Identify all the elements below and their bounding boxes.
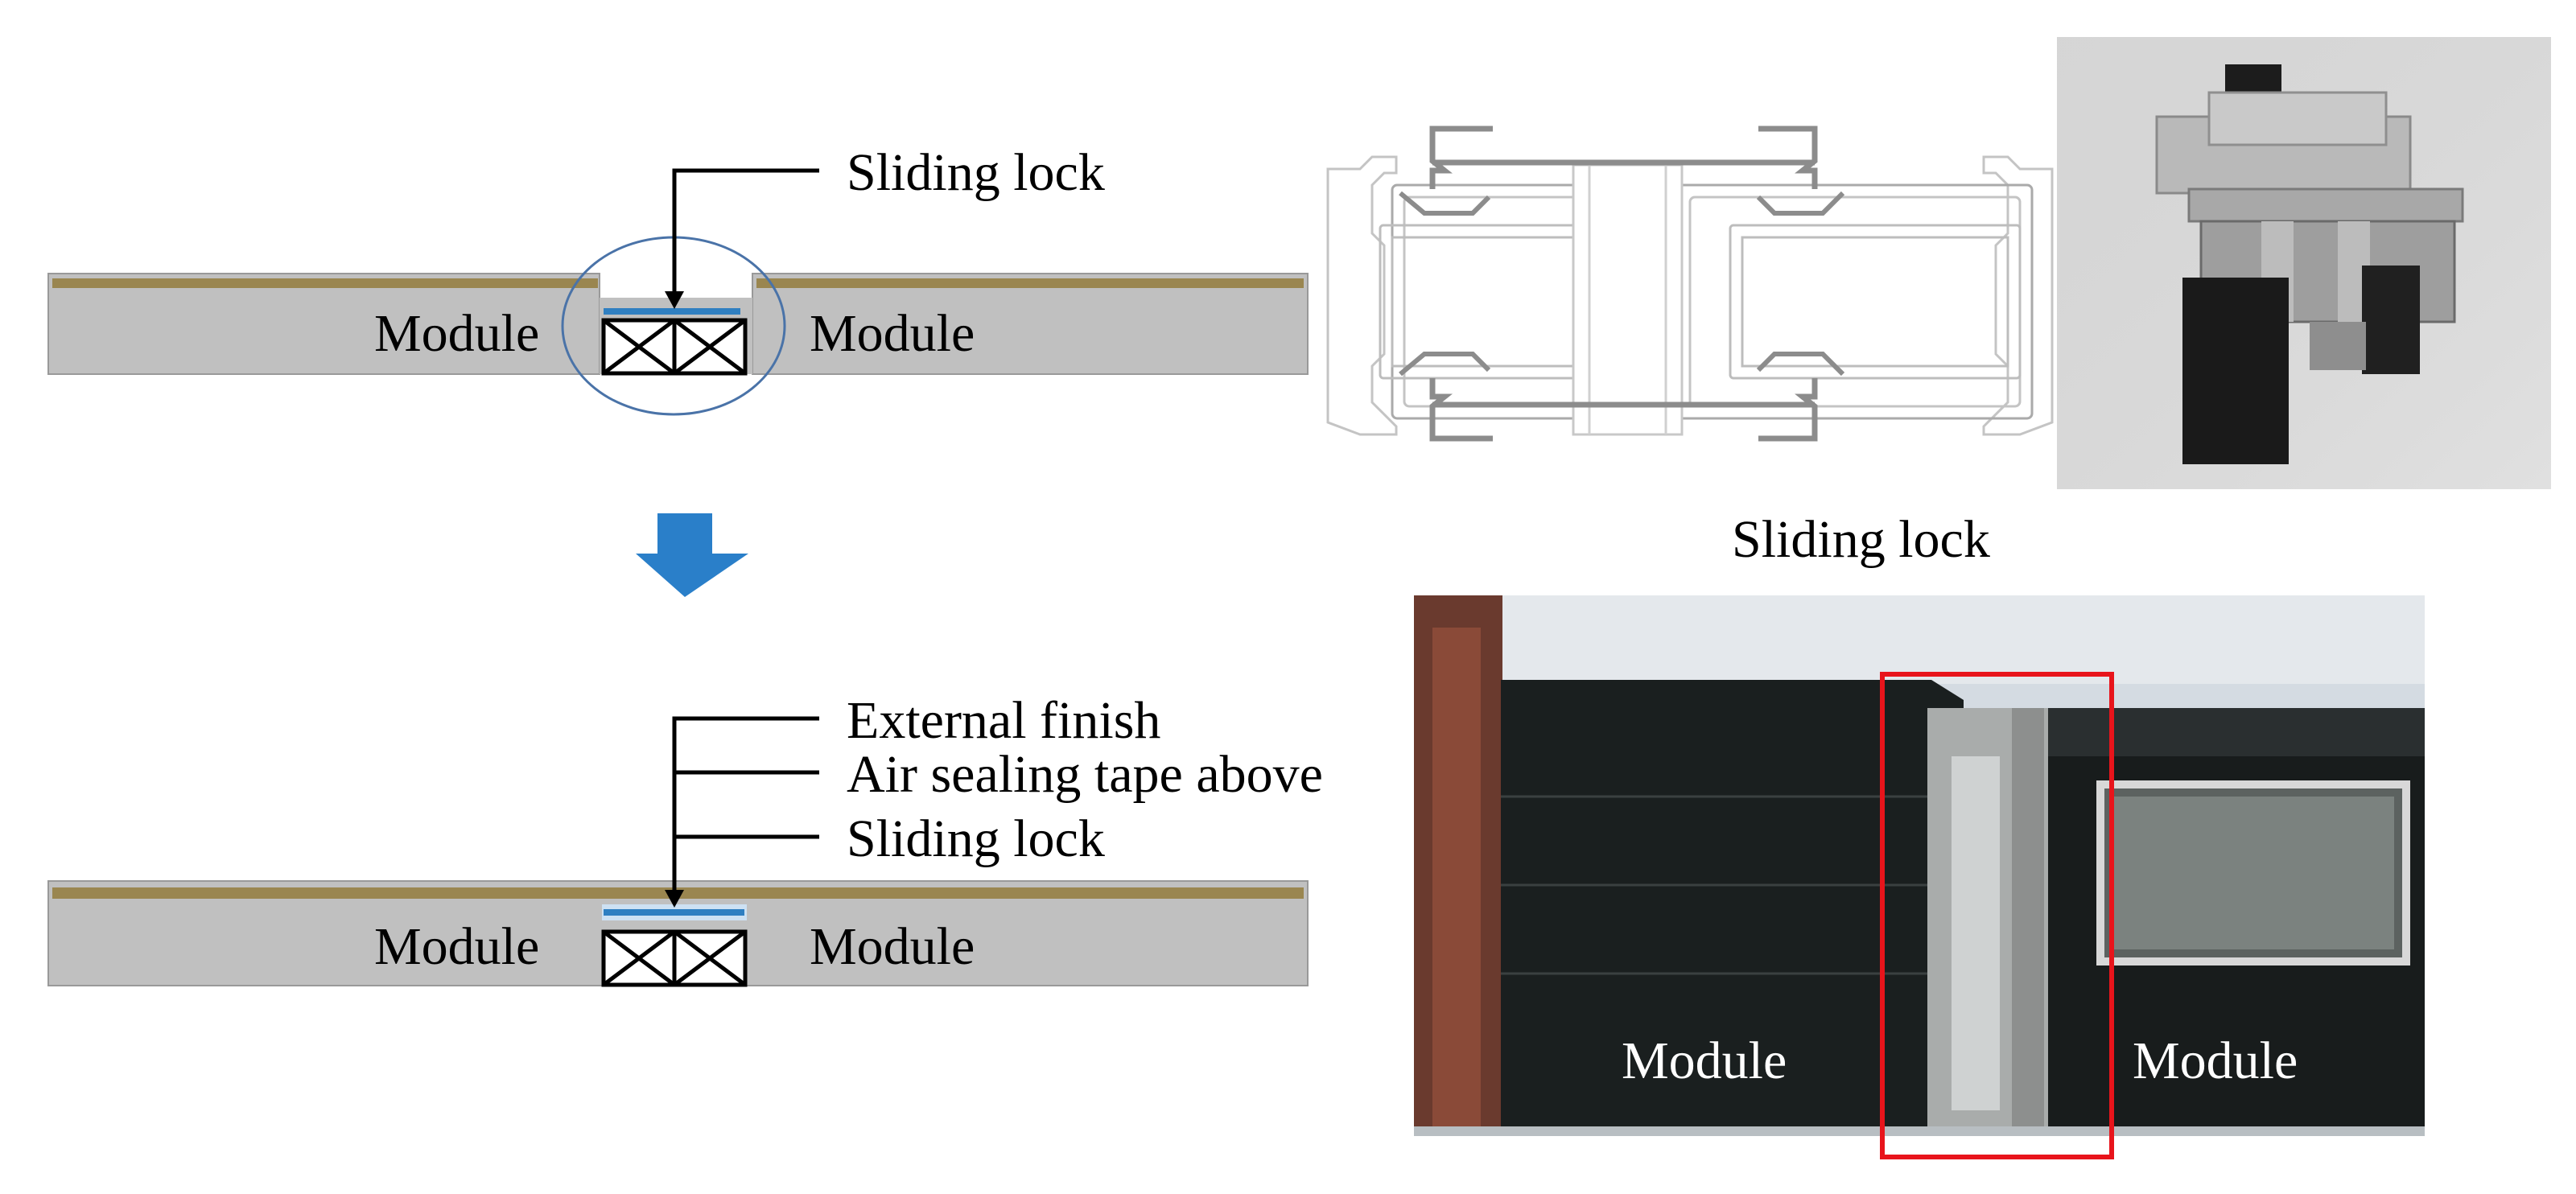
- site-module-left-label: Module: [1622, 1031, 1787, 1090]
- down-arrow: [636, 513, 748, 597]
- site-module-right-label: Module: [2133, 1031, 2298, 1090]
- right-module-body: [752, 273, 1309, 375]
- callout-external-finish: External finish: [847, 691, 1160, 750]
- module-left-label: Module: [374, 304, 539, 363]
- module-right-label: Module: [810, 304, 975, 363]
- profile-caption: Sliding lock: [1732, 510, 1990, 569]
- callout-sliding-lock-bottom: Sliding lock: [847, 809, 1105, 868]
- callout-air-sealing-tape: Air sealing tape above: [847, 745, 1323, 804]
- sliding-lock-photo: [2057, 37, 2551, 489]
- bottom-joint-diagram: External finish Air sealing tape above S…: [47, 691, 1323, 987]
- callout-arrowhead: [665, 291, 684, 309]
- air-sealing-tape: [604, 909, 744, 916]
- callout-arrowhead-bottom: [665, 890, 684, 908]
- sliding-lock-boxes: [601, 318, 748, 376]
- module-right-label-bottom: Module: [810, 917, 975, 976]
- module-left-label-bottom: Module: [374, 917, 539, 976]
- sliding-lock-boxes-joined: [601, 929, 748, 987]
- left-external-finish: [52, 278, 598, 288]
- site-photo: Module Module: [1414, 595, 2425, 1159]
- sealing-tape: [604, 308, 740, 315]
- right-external-finish: [756, 278, 1304, 288]
- callout-leader-vertical: [672, 716, 819, 895]
- sliding-lock-profile: [1326, 155, 2054, 436]
- sliding-lock-highlight-box: [1880, 672, 2114, 1159]
- callout-leader: [672, 168, 819, 296]
- left-module-body: [47, 273, 600, 375]
- sliding-lock-profile-dark: [1399, 126, 1845, 442]
- callout-sliding-lock: Sliding lock: [847, 143, 1105, 202]
- top-joint-diagram: Sliding lock Module Module: [47, 143, 1309, 416]
